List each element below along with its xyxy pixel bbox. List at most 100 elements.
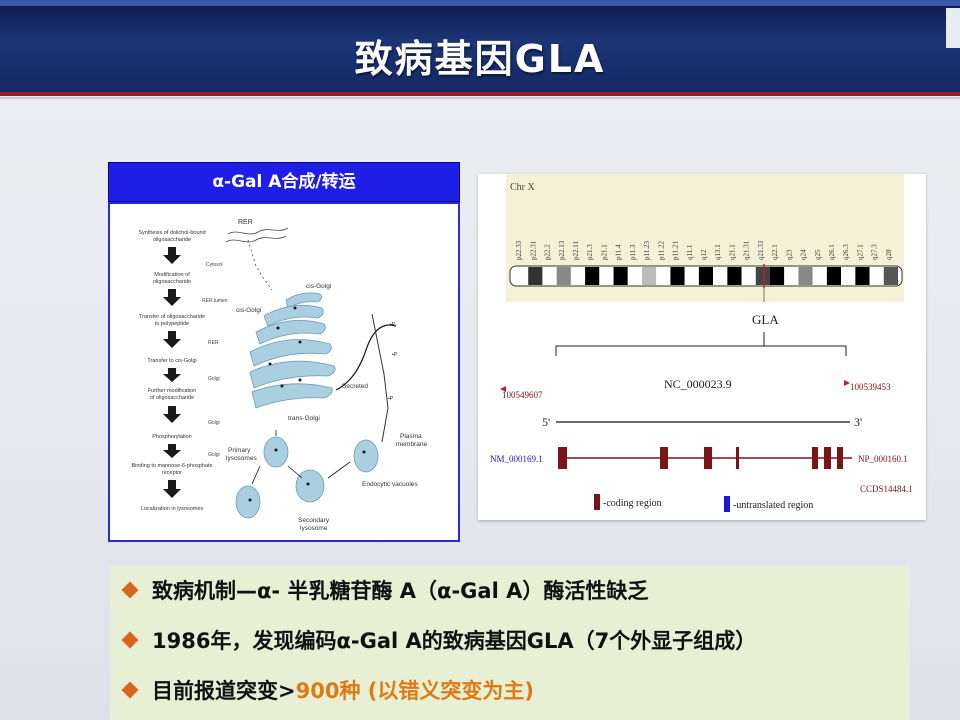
band-label: q12 bbox=[700, 249, 708, 260]
slide-title: 致病基因GLA bbox=[354, 37, 606, 81]
primary-lysosome bbox=[263, 436, 289, 468]
band-label: p22.13 bbox=[558, 240, 566, 260]
band-label: p21.3 bbox=[586, 244, 594, 260]
band-block bbox=[642, 267, 657, 285]
five-prime-label: 5' bbox=[542, 415, 550, 429]
step-3-line2: to polypeptide bbox=[155, 321, 189, 327]
band-block bbox=[812, 267, 827, 285]
bullet-highlight: 900种 (以错义突变为主) bbox=[295, 679, 534, 703]
cis-golgi-top-label: cis-Golgi bbox=[306, 283, 331, 290]
band-label: q28 bbox=[885, 249, 893, 260]
step-7-line2: receptor bbox=[162, 470, 182, 476]
title-bar: 致病基因GLA bbox=[0, 0, 960, 92]
golgi-cisterna bbox=[263, 304, 324, 327]
exon-6 bbox=[824, 447, 831, 469]
arrow-down-icon bbox=[163, 444, 181, 458]
key-points-box: 致病机制—α- 半乳糖苷酶 A（α-Gal A）酶活性缺乏 1986年，发现编码… bbox=[110, 566, 910, 720]
band-label: p11.21 bbox=[672, 241, 680, 260]
band-label: q21.31 bbox=[743, 240, 751, 260]
legend-coding-swatch bbox=[594, 494, 600, 510]
band-block bbox=[585, 267, 600, 285]
rer-membrane bbox=[225, 235, 287, 243]
location-golgi-3: Golgi bbox=[208, 452, 220, 458]
band-block bbox=[556, 267, 571, 285]
band-label: q11.1 bbox=[686, 244, 694, 260]
band-block bbox=[727, 267, 742, 285]
band-label: p22.31 bbox=[529, 240, 537, 260]
exon-2 bbox=[660, 447, 668, 469]
band-block bbox=[570, 267, 586, 285]
transcript-left-label: NM_000169.1 bbox=[490, 454, 543, 464]
step-2-line1: Modification of bbox=[154, 272, 190, 278]
location-cytosol: Cytosol bbox=[206, 262, 223, 268]
band-label: p22.2 bbox=[544, 244, 552, 260]
band-label: q23 bbox=[785, 249, 793, 260]
three-prime-label: 3' bbox=[854, 415, 862, 429]
diamond-bullet-icon bbox=[121, 631, 139, 649]
svg-text:•P: •P bbox=[390, 322, 396, 328]
band-block bbox=[627, 267, 642, 285]
plasma-membrane-label-2: membrane bbox=[396, 441, 427, 448]
band-label: q27.3 bbox=[871, 244, 879, 260]
band-label: q27.1 bbox=[856, 244, 864, 260]
arrow-down-icon bbox=[163, 289, 181, 306]
golgi-cisterna bbox=[285, 292, 322, 309]
step-1-line1: Synthesis of dolichol-bound bbox=[138, 230, 205, 236]
arrow-down-icon bbox=[163, 247, 181, 264]
plasma-membrane-label: Plasma bbox=[400, 433, 422, 440]
step-4: Transfer to cis-Golgi bbox=[147, 358, 196, 364]
chromosome-ideogram bbox=[509, 264, 903, 288]
band-block bbox=[755, 267, 770, 285]
chromosome-label: Chr X bbox=[510, 182, 536, 193]
step-5-line1: Further modification bbox=[148, 388, 197, 394]
band-label: q26.3 bbox=[842, 244, 850, 260]
bullet-text: 1986年，发现编码α-Gal A的致病基因GLA（7个外显子组成） bbox=[152, 629, 757, 653]
band-block bbox=[599, 267, 614, 285]
exon-7 bbox=[837, 447, 843, 469]
band-label: q22.1 bbox=[771, 244, 779, 260]
band-block bbox=[770, 267, 785, 285]
band-label: q21.1 bbox=[728, 244, 736, 260]
band-block bbox=[841, 267, 856, 285]
band-block bbox=[542, 267, 557, 285]
synthesis-panel: α-Gal A合成/转运 Synthesis of dolichol-bound… bbox=[108, 162, 460, 542]
band-label: q25 bbox=[814, 249, 822, 260]
exon-4 bbox=[736, 447, 739, 469]
step-3-line1: Transfer of oligosaccharide bbox=[139, 314, 205, 320]
coord-right: 100539453 bbox=[850, 382, 891, 392]
golgi-cisterna bbox=[249, 360, 336, 389]
arrow-down-icon bbox=[163, 368, 181, 382]
arrow-down-icon bbox=[163, 480, 181, 498]
band-label: p21.1 bbox=[600, 244, 608, 260]
step-6: Phosphorylation bbox=[152, 434, 191, 440]
band-label: q26.1 bbox=[828, 244, 836, 260]
band-label: q21.33 bbox=[757, 240, 765, 260]
band-block bbox=[798, 267, 813, 285]
trans-golgi-label: trans-Golgi bbox=[288, 415, 320, 422]
primary-lysosomes-label: Primary bbox=[228, 447, 251, 454]
location-golgi-1: Golgi bbox=[208, 376, 220, 382]
pathway-svg: Synthesis of dolichol-bound oligosacchar… bbox=[131, 219, 427, 532]
band-block bbox=[826, 267, 842, 285]
band-label: p11.4 bbox=[615, 244, 623, 260]
band-block bbox=[656, 267, 671, 285]
accession-label: NC_000023.9 bbox=[664, 377, 732, 391]
golgi-cisterna bbox=[251, 383, 333, 409]
transport-path bbox=[247, 239, 273, 291]
title-divider bbox=[0, 92, 960, 96]
synthesis-panel-header: α-Gal A合成/转运 bbox=[108, 162, 460, 202]
gene-name-label: GLA bbox=[752, 312, 779, 327]
band-block bbox=[883, 267, 898, 285]
endocytic-vacuoles-label: Endocytic vacuoles bbox=[362, 481, 418, 488]
location-rer: RER bbox=[208, 340, 219, 346]
band-block bbox=[684, 267, 699, 285]
primary-lysosomes-label-2: lysosomes bbox=[226, 455, 257, 462]
svg-text:•P: •P bbox=[392, 352, 398, 358]
band-block bbox=[670, 267, 685, 285]
ccds-label: CCDS14484.1 bbox=[860, 484, 913, 494]
primary-lysosome-2 bbox=[235, 485, 261, 519]
band-label: q24 bbox=[800, 249, 808, 260]
step-7-line1: Binding to mannose-6-phosphate bbox=[131, 463, 212, 469]
